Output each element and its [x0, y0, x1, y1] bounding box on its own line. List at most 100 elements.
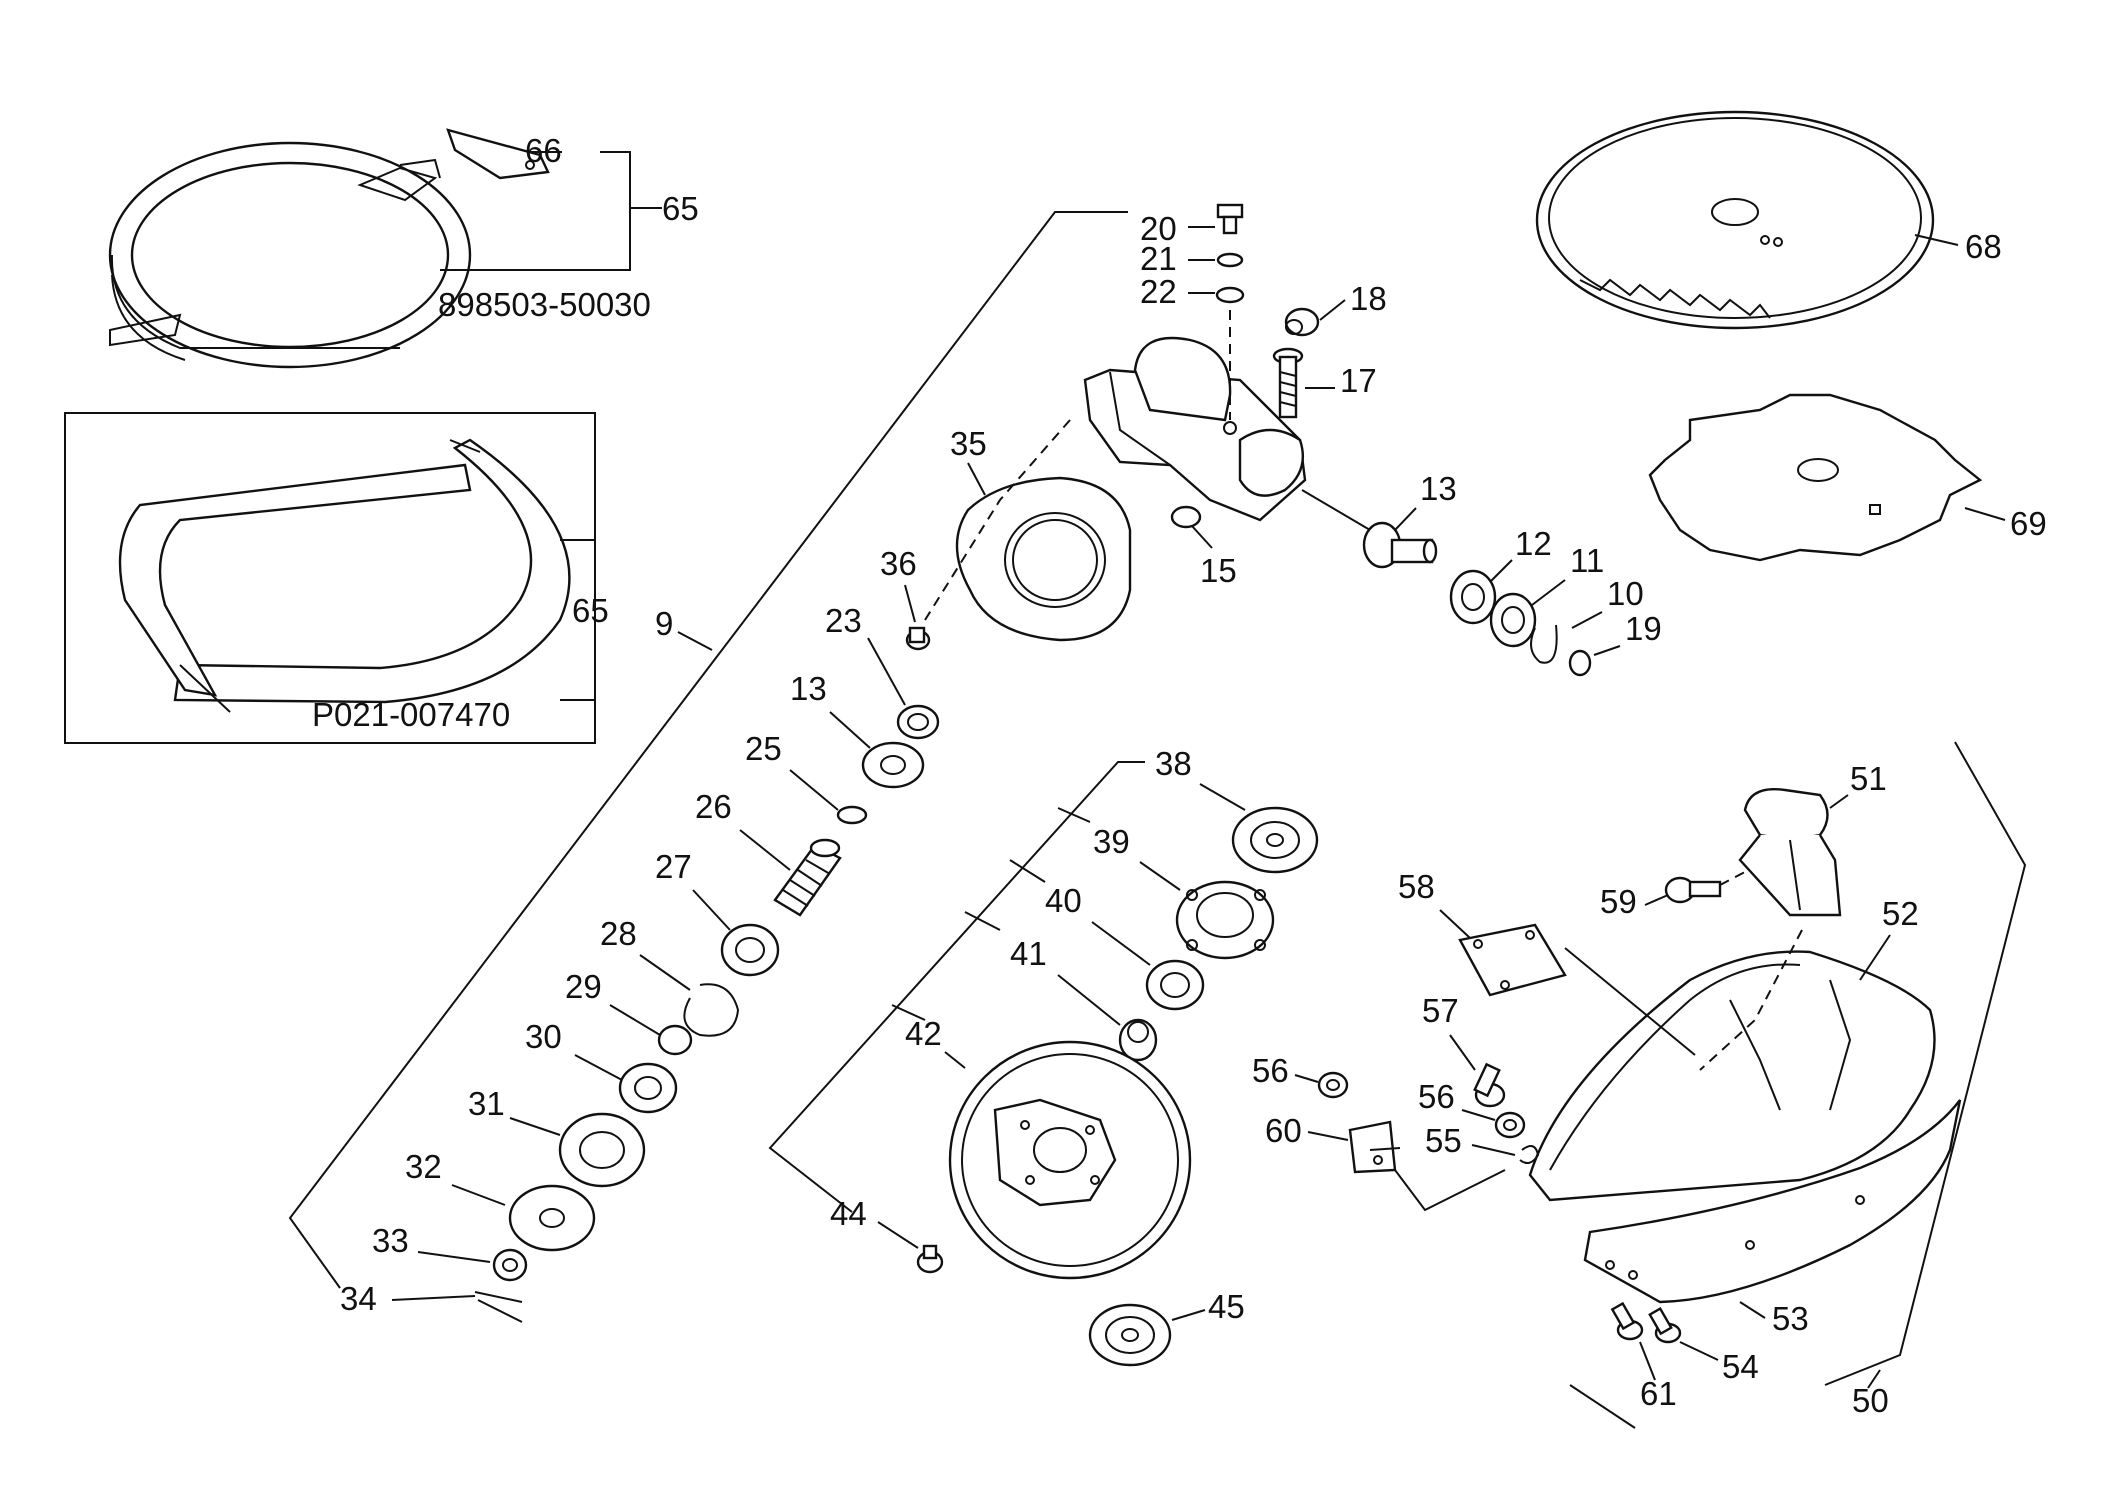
- callout-57: 57: [1422, 992, 1459, 1029]
- washer-38: [1231, 806, 1319, 874]
- callout-69: 69: [2010, 505, 2047, 542]
- callout-44: 44: [830, 1195, 867, 1232]
- plate-58: [1458, 923, 1567, 997]
- callout-23: 23: [825, 602, 862, 639]
- callout-29: 29: [565, 968, 602, 1005]
- bolt-20: [1216, 203, 1244, 235]
- callout-32: 32: [405, 1148, 442, 1185]
- callout-45: 45: [1208, 1288, 1245, 1325]
- callout-17: 17: [1340, 362, 1377, 399]
- saw-blade-68: [1535, 110, 1935, 330]
- washer-15: [1170, 505, 1202, 529]
- callout-20: 20: [1140, 210, 1177, 247]
- callout-28: 28: [600, 915, 637, 952]
- callout-21: 21: [1140, 240, 1177, 277]
- oring-19: [1568, 649, 1592, 677]
- clip-part-66: [446, 128, 550, 180]
- callout-54: 54: [1722, 1348, 1759, 1385]
- callout-10: 10: [1607, 575, 1644, 612]
- callout-13-a: 13: [1420, 470, 1457, 507]
- callout-59: 59: [1600, 883, 1637, 920]
- callout-19: 19: [1625, 610, 1662, 647]
- callout-58: 58: [1398, 868, 1435, 905]
- blade-69: [1648, 393, 1983, 562]
- part-number-a: 898503-50030: [438, 286, 651, 323]
- callout-55: 55: [1425, 1122, 1462, 1159]
- callout-56-b: 56: [1418, 1078, 1455, 1115]
- bolt-17: [1272, 347, 1304, 419]
- callout-31: 31: [468, 1085, 505, 1122]
- nut-56-b: [1494, 1111, 1526, 1139]
- shaft-26: [773, 838, 842, 917]
- callout-22: 22: [1140, 273, 1177, 310]
- callout-25: 25: [745, 730, 782, 767]
- bolt-57: [1473, 1062, 1506, 1108]
- nut-56-a: [1317, 1071, 1349, 1099]
- callout-66: 66: [525, 132, 562, 169]
- bearing-12: [1449, 569, 1497, 625]
- callout-18: 18: [1350, 280, 1387, 317]
- callout-26: 26: [695, 788, 732, 825]
- bolt-59: [1664, 876, 1722, 904]
- pin-34: [474, 1291, 523, 1323]
- callout-9: 9: [655, 605, 673, 642]
- screw-44: [916, 1244, 944, 1274]
- callout-35: 35: [950, 425, 987, 462]
- bearing-40: [1145, 959, 1205, 1011]
- callout-42: 42: [905, 1015, 942, 1052]
- guard-ring-kit-b: [118, 438, 571, 713]
- shield-plate-42: [948, 1040, 1192, 1280]
- callout-27: 27: [655, 848, 692, 885]
- callout-56-a: 56: [1252, 1052, 1289, 1089]
- callout-50: 50: [1852, 1382, 1889, 1419]
- callout-65-b: 65: [572, 592, 609, 629]
- callout-68: 68: [1965, 228, 2002, 265]
- gearcase-body: [1083, 336, 1307, 522]
- callout-12: 12: [1515, 525, 1552, 562]
- callout-11: 11: [1570, 542, 1604, 579]
- clip-55: [1519, 1145, 1540, 1165]
- guard-ring-kit-a: [108, 128, 550, 369]
- screw-61: [1610, 1301, 1644, 1341]
- washer-32: [508, 1184, 596, 1252]
- washer-45: [1088, 1303, 1172, 1367]
- callout-65-a: 65: [662, 190, 699, 227]
- bracket-60: [1348, 1120, 1401, 1174]
- callout-41: 41: [1010, 935, 1047, 972]
- bracket-51: [1738, 788, 1842, 917]
- washer-21: [1216, 252, 1244, 268]
- callout-36: 36: [880, 545, 917, 582]
- pinion-13-upper: [1362, 521, 1438, 569]
- callout-38: 38: [1155, 745, 1192, 782]
- skirt-53: [1583, 1099, 1962, 1304]
- bearing-23: [896, 704, 940, 740]
- callout-52: 52: [1882, 895, 1919, 932]
- callout-61: 61: [1640, 1375, 1677, 1412]
- collar-41: [1118, 1018, 1158, 1062]
- bevel-gear-13-lower: [861, 741, 925, 789]
- guard-52: [1528, 950, 1936, 1202]
- ring-25: [836, 805, 868, 825]
- callout-15: 15: [1200, 552, 1237, 589]
- circlip-28: [683, 983, 740, 1037]
- callout-51: 51: [1850, 760, 1887, 797]
- callout-13-b: 13: [790, 670, 827, 707]
- screw-36: [905, 626, 931, 651]
- callout-40: 40: [1045, 882, 1082, 919]
- bearing-30: [618, 1062, 678, 1114]
- circlip-10: [1530, 624, 1558, 664]
- screw-54: [1648, 1306, 1682, 1344]
- cover-35: [955, 476, 1132, 642]
- flange-39: [1175, 880, 1275, 960]
- part-number-b: P021-007470: [312, 696, 510, 733]
- bearing-27: [720, 923, 780, 977]
- bearing-11: [1489, 592, 1537, 648]
- collar-29: [657, 1024, 693, 1056]
- callout-34: 34: [340, 1280, 377, 1317]
- callout-39: 39: [1093, 823, 1130, 860]
- callout-33: 33: [372, 1222, 409, 1259]
- cup-31: [558, 1112, 646, 1188]
- nut-33: [492, 1248, 528, 1282]
- callout-60: 60: [1265, 1112, 1302, 1149]
